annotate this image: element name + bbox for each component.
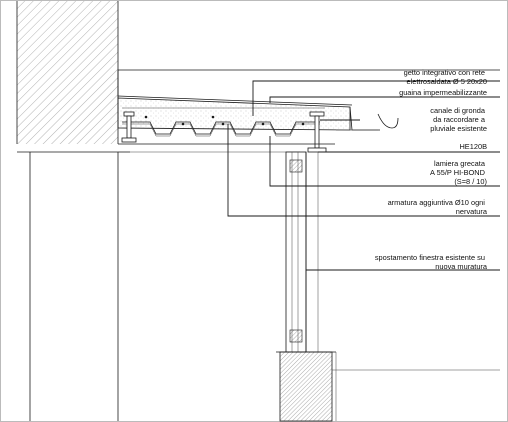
label-finestra: spostamento finestra esistente su nuova … <box>375 253 488 271</box>
label-canale: canale di gronda da raccordare a pluvial… <box>430 106 487 133</box>
wall-below <box>17 151 130 421</box>
leader-lines <box>227 80 500 271</box>
corrugated-deck <box>122 115 320 137</box>
existing-wall <box>16 1 119 144</box>
waterproof-membrane-line <box>117 95 353 106</box>
label-getto: getto integrativo con rete elettrosaldat… <box>404 68 487 86</box>
steel-beam-left <box>121 111 137 143</box>
label-guaina: guaina impermeabilizzante <box>399 88 487 97</box>
gutter <box>336 106 399 131</box>
gutter-profile <box>377 113 399 129</box>
label-he120b: HE120B <box>459 142 487 151</box>
label-lamiera: lamiera grecata A 55/P HI-BOND (S=8 / 10… <box>430 159 487 186</box>
facade-outline <box>117 69 500 98</box>
label-armatura: armatura aggiuntiva Ø10 ogni nervatura <box>388 198 488 216</box>
new-masonry <box>276 351 500 422</box>
steel-beam-right <box>307 111 327 153</box>
